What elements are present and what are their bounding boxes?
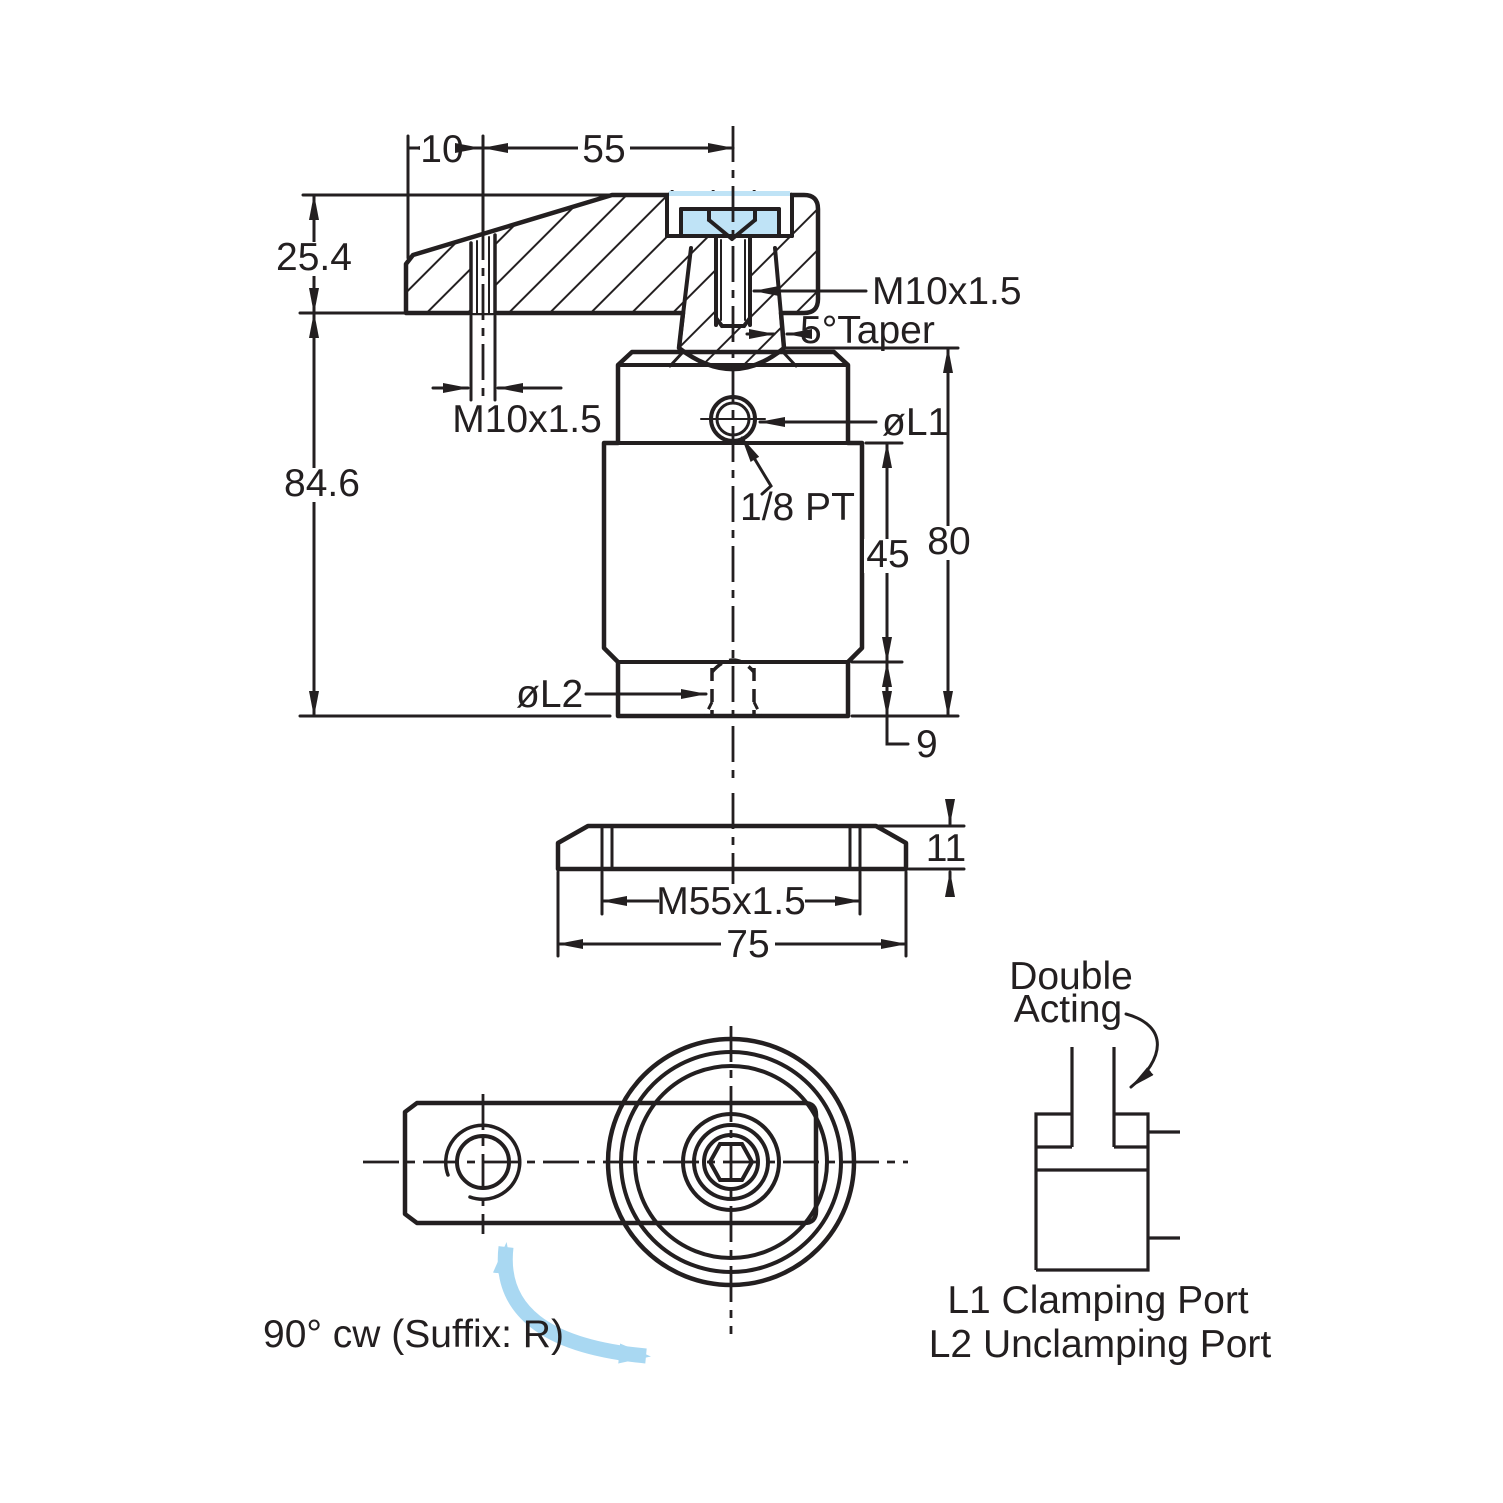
dim-84-6-label: 84.6 <box>284 462 360 505</box>
cylinder-symbol <box>1034 1047 1180 1272</box>
dim-9-label: 9 <box>916 723 938 766</box>
port-thread-label: 1/8 PT <box>740 486 855 529</box>
hydraulic-schematic: Double Acting L1 Clamping Port L2 Unclam… <box>929 955 1272 1366</box>
l2-port-label: L2 Unclamping Port <box>929 1323 1272 1366</box>
l1-port-label: L1 Clamping Port <box>947 1279 1248 1322</box>
flange-nut-body <box>555 823 909 872</box>
clamp-arm-section <box>403 190 821 400</box>
arm-thread-label: M10x1.5 <box>452 398 602 441</box>
dim-80-label: 80 <box>927 520 970 563</box>
double-acting-label-1: Double <box>1009 955 1133 998</box>
nut-thread-label: M55x1.5 <box>656 880 806 923</box>
flange-nut-view: 11 M55x1.5 75 <box>555 793 967 966</box>
dim-55-label: 55 <box>582 128 625 171</box>
double-acting-leader <box>1124 1012 1159 1089</box>
rotation-label: 90° cw (Suffix: R) <box>263 1313 564 1356</box>
front-section-view: 10 55 25.4 84.6 M10x1.5 M10x1.5 5°Taper … <box>272 126 1022 780</box>
port-l2-label: øL2 <box>516 673 583 716</box>
cylinder-body <box>601 349 865 719</box>
clamp-arm-top <box>402 1100 819 1226</box>
port-l2-hidden-hole <box>703 658 763 717</box>
double-acting-label-2: Acting <box>1014 988 1122 1031</box>
nut-dimensions: 11 M55x1.5 75 <box>556 799 967 966</box>
port-l1-label: øL1 <box>882 401 949 444</box>
dim-25-4-label: 25.4 <box>276 236 352 279</box>
screw-thread-label: M10x1.5 <box>872 270 1022 313</box>
dim-45-label: 45 <box>866 533 909 576</box>
dim-10-label: 10 <box>420 128 463 171</box>
front-view-dimensions: 10 55 25.4 84.6 M10x1.5 M10x1.5 5°Taper … <box>272 128 1022 766</box>
arm-tapped-hole <box>469 224 497 400</box>
taper-label: 5°Taper <box>800 309 935 352</box>
clamp-screw <box>665 194 794 328</box>
dim-75-label: 75 <box>726 923 769 966</box>
top-view: 90° cw (Suffix: R) <box>263 1026 908 1364</box>
dim-11-label: 11 <box>926 827 967 870</box>
swing-direction-arrow <box>492 1242 651 1364</box>
